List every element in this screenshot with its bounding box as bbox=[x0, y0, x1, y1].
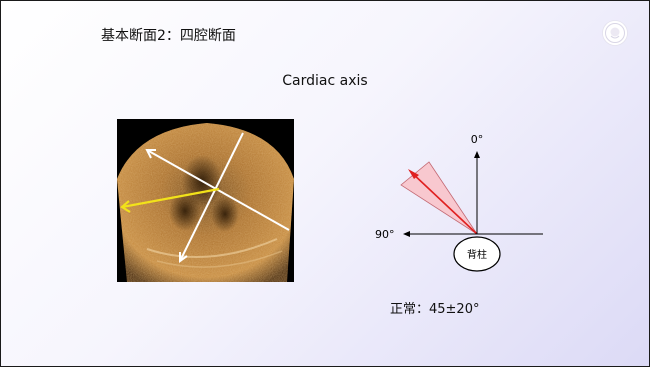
slide-subtitle: Cardiac axis bbox=[1, 73, 649, 89]
ultrasound-image bbox=[117, 119, 294, 282]
university-seal-icon bbox=[602, 20, 628, 46]
horizontal-arrow-head bbox=[403, 231, 410, 237]
cardiac-axis-diagram: 0° 90° 背柱 bbox=[373, 127, 549, 273]
normal-range-text: 正常：45±20° bbox=[390, 298, 479, 317]
slide-title: 基本断面2：四腔断面 bbox=[101, 25, 236, 45]
spine-label: 背柱 bbox=[467, 248, 487, 261]
label-90-deg: 90° bbox=[375, 228, 395, 241]
vertical-arrow-head bbox=[474, 151, 480, 158]
label-0-deg: 0° bbox=[471, 133, 484, 146]
